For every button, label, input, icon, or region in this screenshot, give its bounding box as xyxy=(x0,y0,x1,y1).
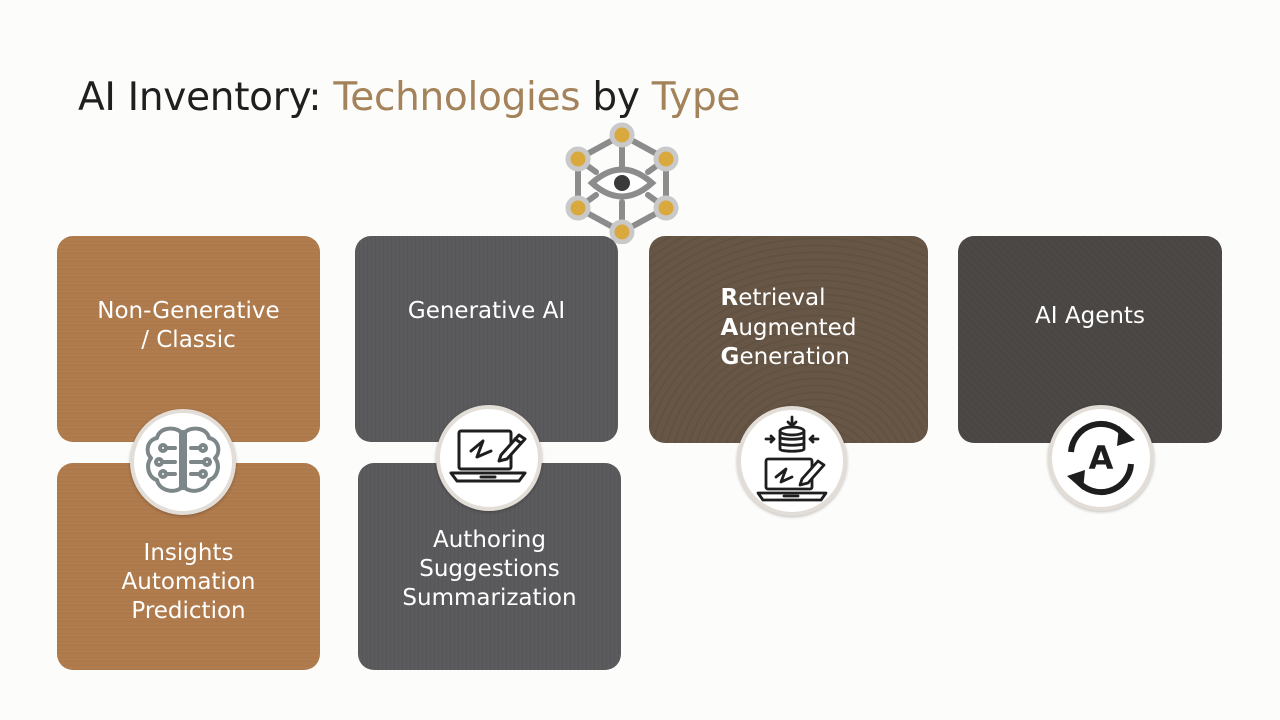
database-laptop-icon xyxy=(737,406,847,516)
network-eye-icon xyxy=(562,122,682,245)
rag-word-generation: eneration xyxy=(739,344,850,371)
use-authoring: Authoring xyxy=(432,527,546,553)
non-generative-line2: / Classic xyxy=(141,327,236,353)
ai-agents-label: AI Agents xyxy=(1035,303,1145,329)
agent-cycle-icon: A xyxy=(1048,405,1154,511)
slide-title: AI Inventory: Technologies by Type xyxy=(78,72,740,124)
rag-letter-g: G xyxy=(720,344,740,371)
rag-word-augmented: ugmented xyxy=(738,314,857,341)
use-automation: Automation xyxy=(121,569,256,595)
rag-line-augmented: Augmented xyxy=(721,314,857,344)
rag-word-retrieval: etrieval xyxy=(738,285,826,312)
title-part2: by xyxy=(580,75,652,120)
agent-icon-letter: A xyxy=(1089,439,1114,477)
card-generative-uses: Authoring Suggestions Summarization xyxy=(358,463,621,670)
use-summarization: Summarization xyxy=(402,585,577,611)
title-accent-type: Type xyxy=(651,75,741,120)
brain-circuit-icon xyxy=(130,409,236,515)
use-suggestions: Suggestions xyxy=(419,556,560,582)
generative-ai-label: Generative AI xyxy=(407,297,566,324)
rag-letter-r: R xyxy=(720,285,739,312)
use-insights: Insights xyxy=(143,540,234,566)
card-rag: Retrieval Augmented Generation xyxy=(649,236,928,443)
card-non-generative: Non-Generative / Classic xyxy=(57,236,320,442)
title-accent-technologies: Technologies xyxy=(333,75,581,120)
rag-line-retrieval: Retrieval xyxy=(721,284,857,314)
rag-letter-a: A xyxy=(720,314,739,341)
use-prediction: Prediction xyxy=(131,598,246,624)
title-part1: AI Inventory: xyxy=(78,75,334,120)
card-non-generative-uses: Insights Automation Prediction xyxy=(57,463,320,670)
card-ai-agents: AI Agents xyxy=(958,236,1222,443)
non-generative-line1: Non-Generative xyxy=(97,298,280,324)
laptop-pen-icon xyxy=(436,405,542,511)
rag-line-generation: Generation xyxy=(721,343,857,373)
